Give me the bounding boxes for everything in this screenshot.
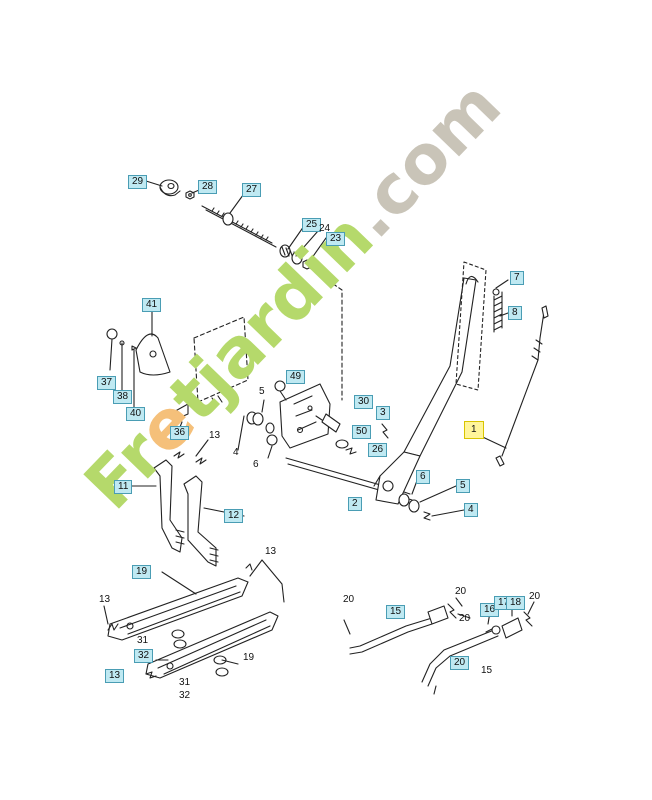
callout-32-upper: 32 — [134, 649, 154, 663]
callout-40: 40 — [126, 407, 146, 421]
callout-8: 8 — [508, 306, 522, 320]
link-arm-19-front — [107, 577, 249, 641]
callout-20-d: 20 — [529, 591, 541, 602]
clip-13-upper — [173, 439, 209, 465]
callout-6-left: 6 — [253, 459, 259, 470]
clips-13-lower — [107, 559, 285, 679]
callout-20-e: 20 — [450, 656, 470, 670]
callout-1: 1 — [464, 421, 484, 439]
part-3 — [381, 423, 389, 439]
lift-lever-1 — [373, 275, 479, 505]
dashed-guide-top — [309, 267, 343, 401]
callout-13-left: 13 — [99, 594, 111, 605]
callout-50: 50 — [352, 425, 372, 439]
center-bracket-plate — [279, 383, 331, 449]
callout-24: 24 — [319, 223, 331, 234]
rod-15-right — [421, 611, 533, 695]
callout-41: 41 — [142, 298, 162, 312]
callout-32-lower: 32 — [179, 690, 191, 701]
washers-right — [398, 477, 465, 521]
callout-31-upper: 31 — [137, 635, 149, 646]
callout-37: 37 — [97, 376, 117, 390]
pedal-arm-12 — [183, 475, 219, 567]
callout-13-bottom: 13 — [105, 669, 125, 683]
rod-15-left — [343, 603, 457, 655]
clip-26 — [345, 447, 357, 455]
callout-4-left: 4 — [233, 447, 239, 458]
washer-40 — [131, 345, 137, 411]
washer-37 — [106, 328, 118, 371]
bushing-30 — [315, 413, 341, 433]
callout-38: 38 — [113, 390, 133, 404]
callout-12: 12 — [224, 509, 244, 523]
callout-2: 2 — [348, 497, 362, 511]
callout-15-upper: 15 — [386, 605, 406, 619]
callout-6-right: 6 — [416, 470, 430, 484]
threaded-rod-27 — [201, 205, 277, 248]
callout-7: 7 — [510, 271, 524, 285]
part-49 — [274, 380, 287, 401]
callout-20-c: 20 — [455, 586, 467, 597]
callout-19-upper: 19 — [132, 565, 152, 579]
callout-23: 23 — [326, 232, 346, 246]
callout-25: 25 — [302, 218, 322, 232]
callout-11: 11 — [114, 480, 133, 494]
callout-27: 27 — [242, 183, 262, 197]
lift-knob-29 — [159, 179, 181, 197]
callout-49: 49 — [286, 370, 306, 384]
grip-sleeve — [455, 261, 487, 391]
bracket-41 — [135, 311, 171, 376]
pin-38 — [119, 340, 125, 395]
pedal-arm-11 — [153, 459, 185, 553]
mounting-plate-dashed — [193, 316, 249, 403]
washers-left — [211, 395, 278, 459]
callout-13-upper: 13 — [209, 430, 221, 441]
callout-4-right: 4 — [464, 503, 478, 517]
callout-19-lower: 19 — [243, 652, 255, 663]
callout-5-right: 5 — [456, 479, 470, 493]
callout-13-mid: 13 — [265, 546, 277, 557]
callout-18: 18 — [506, 596, 526, 610]
callout-30: 30 — [354, 395, 374, 409]
rod-1 — [495, 305, 549, 467]
spring-8 — [492, 288, 503, 333]
spacers-31-32 — [171, 629, 229, 677]
callout-36: 36 — [170, 426, 190, 440]
callout-15-lower: 15 — [481, 665, 493, 676]
callout-5-upper: 5 — [259, 386, 265, 397]
callout-31-lower: 31 — [179, 677, 191, 688]
callout-26: 26 — [368, 443, 388, 457]
callout-29: 29 — [128, 175, 148, 189]
spring-25 — [279, 244, 303, 265]
callout-20-b: 20 — [459, 613, 471, 624]
callout-20-a: 20 — [343, 594, 355, 605]
part-50 — [335, 439, 349, 449]
callout-3: 3 — [376, 406, 390, 420]
callout-28: 28 — [198, 180, 218, 194]
